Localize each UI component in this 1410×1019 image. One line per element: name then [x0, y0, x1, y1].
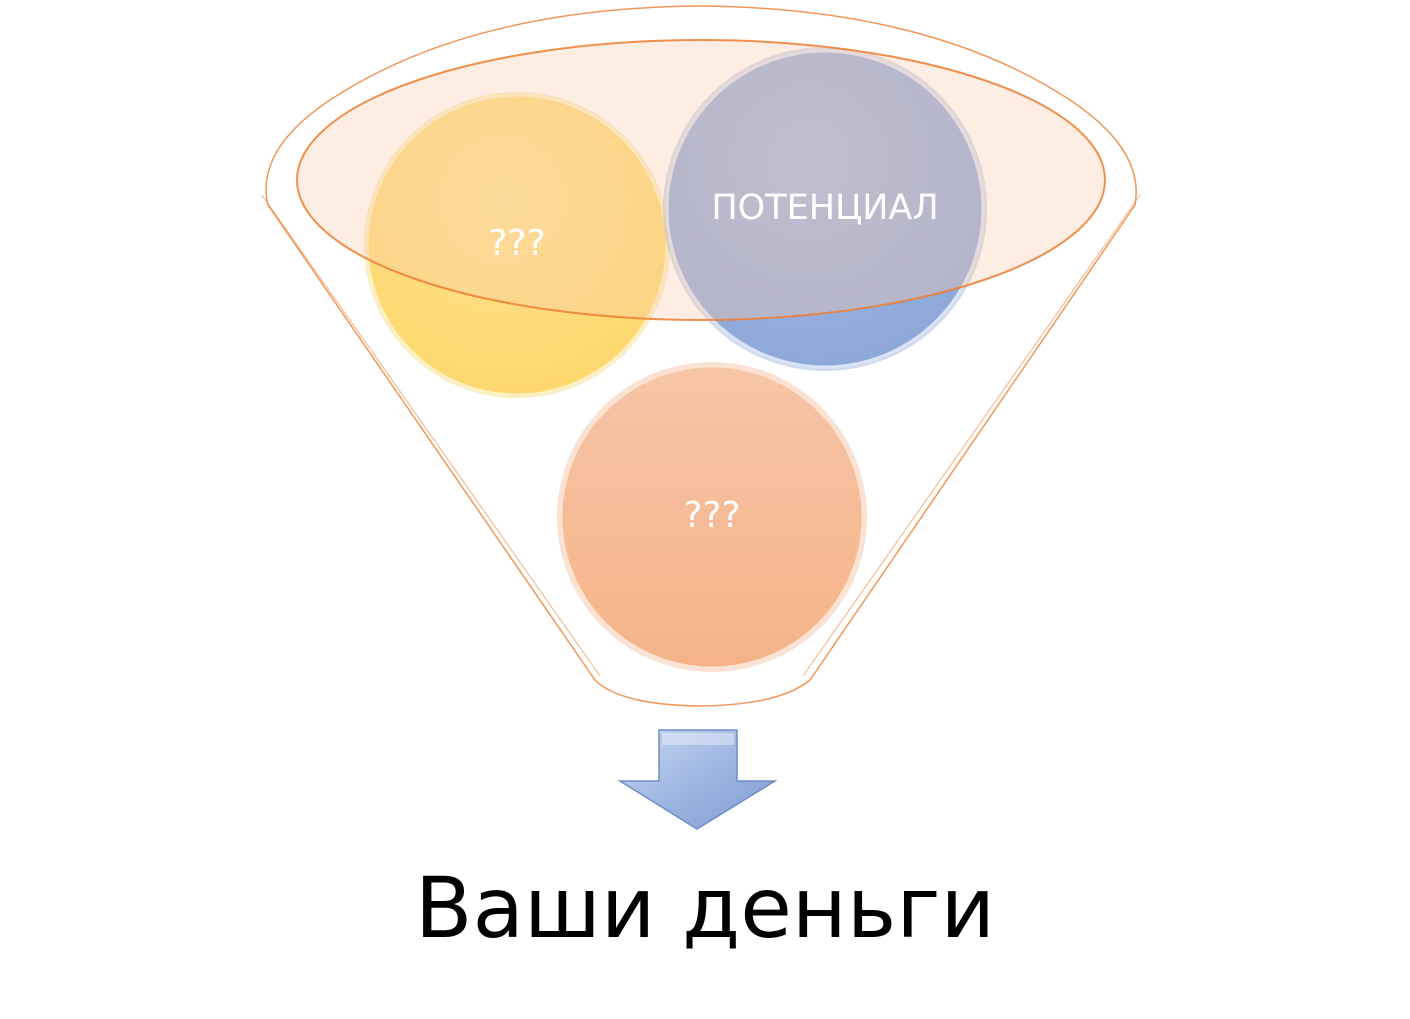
- circle-label-1: ???: [488, 223, 545, 264]
- circle-label-3: ???: [683, 495, 740, 536]
- funnel-inner-outline: [261, 194, 601, 677]
- result-label: Ваши деньги: [414, 859, 996, 957]
- circle-item-3: [557, 362, 867, 672]
- circle-item-2: [663, 47, 987, 371]
- funnel-inner-outline-right: [802, 194, 1141, 677]
- funnel-rim: [296, 39, 1106, 321]
- circle-item-1: [364, 92, 670, 398]
- circle-label-2: ПОТЕНЦИАЛ: [711, 188, 938, 228]
- down-arrow-icon: [617, 729, 778, 830]
